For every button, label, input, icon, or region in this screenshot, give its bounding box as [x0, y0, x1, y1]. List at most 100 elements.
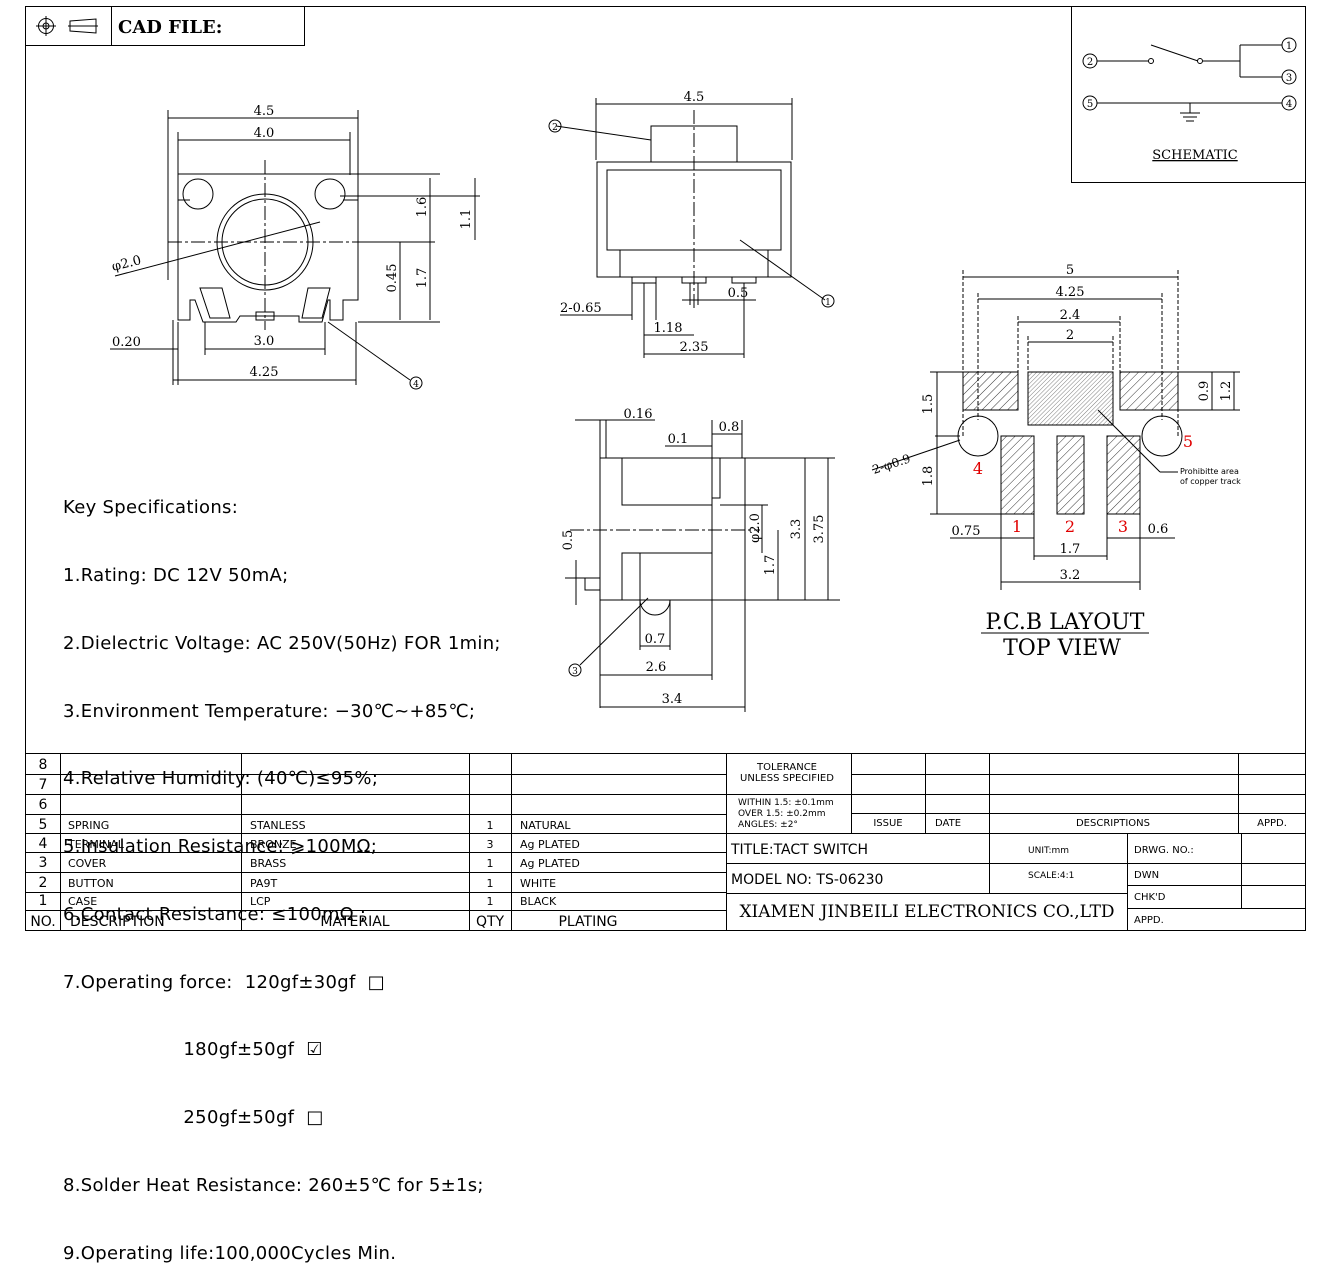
bom-cell-qty: 3 — [487, 838, 494, 851]
drawing-title: TITLE:TACT SWITCH — [730, 842, 868, 858]
dim-side-2-6: 2.6 — [646, 660, 667, 675]
dim-pcb-0-75: 0.75 — [952, 524, 981, 539]
dim-pcb-2: 2 — [1066, 328, 1074, 343]
bom-cell-mat: STANLESS — [250, 819, 306, 832]
dim-pcb-5: 5 — [1066, 263, 1074, 278]
dim-front-1-1: 1.1 — [459, 209, 474, 230]
spec-item: 4.Relative Humidity: (40℃)≤95%; — [63, 768, 379, 790]
side-view: 0.16 0.1 0.8 φ2.0 3.3 3.75 1.7 0.5 0.7 2… — [561, 407, 840, 712]
bom-cell-plating: BLACK — [520, 895, 557, 908]
spec-item: 2.Dielectric Voltage: AC 250V(50Hz) FOR … — [63, 632, 501, 654]
dim-front-0-45: 0.45 — [385, 264, 400, 293]
bom-cell-qty: 1 — [487, 877, 494, 890]
dim-top-2-0-65: 2-0.65 — [560, 301, 602, 316]
descriptions-header: DESCRIPTIONS — [1076, 818, 1150, 829]
pcb-layout: 5 4.25 2.4 2 1.5 0.9 1.2 2-φ0.9 1.8 0.75… — [871, 263, 1242, 661]
dim-pcb-1-7: 1.7 — [1060, 542, 1081, 557]
spec-item: 1.Rating: DC 12V 50mA; — [63, 564, 289, 586]
dim-pcb-holes: 2-φ0.9 — [871, 451, 913, 476]
bom-cell-desc: TERMINAL — [67, 838, 125, 851]
dim-front-4-25: 4.25 — [250, 365, 279, 380]
dim-pcb-2-4: 2.4 — [1060, 308, 1081, 323]
bom-header-row: NO. DESCRIPTION MATERIAL QTY PLATING — [30, 914, 617, 930]
callout-1 — [821, 294, 835, 308]
bom-cell-mat: LCP — [250, 895, 271, 908]
bom-cell-no: 7 — [39, 777, 48, 793]
pcb-pad-2 — [1056, 435, 1085, 515]
dim-side-0-8: 0.8 — [719, 420, 740, 435]
drawn-by-label: DWN — [1134, 870, 1159, 881]
dim-pcb-1-8: 1.8 — [921, 466, 936, 487]
approved-by-label: APPD. — [1134, 915, 1164, 926]
bom-header-plating: PLATING — [558, 914, 617, 930]
pcb-pin-3-label: 3 — [1118, 517, 1128, 536]
spec-item: 6.Contact Resistance: ≤100mΩ ; — [63, 903, 367, 925]
dim-top-2-35: 2.35 — [680, 340, 709, 355]
bom-cell-plating: NATURAL — [520, 819, 571, 832]
scale-label: SCALE:4:1 — [1028, 871, 1074, 881]
bom-cell-mat: PA9T — [250, 877, 277, 890]
dim-side-dia-2-0: φ2.0 — [748, 513, 763, 543]
spec-item: 250gf±50gf □ — [63, 1107, 324, 1129]
callout-4 — [409, 376, 423, 390]
title-block — [726, 753, 1306, 931]
bom-cell-qty: 1 — [487, 895, 494, 908]
pcb-note-line-1: Prohibitte area — [1180, 467, 1239, 476]
schematic-pin-label: 4 — [1286, 99, 1292, 110]
bom-cell-desc: BUTTON — [68, 877, 114, 890]
callout-2-label: 2 — [552, 123, 558, 133]
top-side-view: 4.5 2 1 2-0.65 0.5 1.18 2.35 — [548, 90, 835, 358]
bom-header-qty: QTY — [476, 914, 505, 930]
dim-pcb-3-2: 3.2 — [1060, 568, 1081, 583]
dim-pcb-1-2: 1.2 — [1219, 381, 1234, 402]
dim-pcb-0-6: 0.6 — [1148, 522, 1169, 537]
spec-item: 5.Insulation Resistance: ⩾100MΩ; — [63, 836, 378, 858]
title-block-text: TOLERANCE UNLESS SPECIFIED WITHIN 1.5: ±… — [730, 762, 1287, 926]
pcb-layout-title: P.C.B LAYOUT — [986, 610, 1145, 635]
ground-icon — [1180, 103, 1200, 122]
dim-top-0-5: 0.5 — [728, 286, 749, 301]
dim-top-1-18: 1.18 — [654, 321, 683, 336]
key-specifications: Key Specifications: 1.Rating: DC 12V 50m… — [63, 452, 583, 1288]
spec-item: 3.Environment Temperature: −30℃~+85℃; — [63, 700, 476, 722]
issue-header: ISSUE — [873, 818, 902, 829]
bom-cell-no: 2 — [39, 875, 48, 891]
cad-file-label: CAD FILE: — [118, 17, 222, 38]
bom-header-description: DESCRIPTION — [70, 914, 165, 930]
dim-front-3-0: 3.0 — [254, 334, 275, 349]
drawing-number-label: DRWG. NO.: — [1134, 845, 1194, 856]
projection-symbol-icon — [36, 16, 98, 36]
pcb-pin-5-label: 5 — [1183, 432, 1193, 451]
dim-side-0-7: 0.7 — [645, 632, 666, 647]
bom-cell-qty: 1 — [487, 819, 494, 832]
dim-front-1-7: 1.7 — [415, 268, 430, 289]
tolerance-angles: ANGLES: ±2° — [738, 820, 798, 830]
tolerance-sub-label: UNLESS SPECIFIED — [740, 773, 834, 784]
company-name: XIAMEN JINBEILI ELECTRONICS CO.,LTD — [739, 902, 1114, 922]
bom-cell-no: 8 — [39, 757, 48, 773]
unit-label: UNIT:mm — [1028, 846, 1069, 856]
cad-file-header: CAD FILE: — [25, 6, 305, 46]
callout-3-label: 3 — [572, 667, 578, 677]
front-view: 4.5 4.0 1.6 1.1 0.45 1.7 φ2.0 0.20 3.0 4… — [110, 104, 480, 390]
pcb-hole-5 — [1141, 415, 1183, 457]
pcb-hole-4 — [957, 415, 999, 457]
bom-cell-desc: SPRING — [68, 819, 109, 832]
dim-top-4-5: 4.5 — [684, 90, 705, 105]
bom-cell-plating: Ag PLATED — [520, 838, 580, 851]
specs-heading: Key Specifications: — [63, 497, 239, 519]
bom-cell-desc: CASE — [68, 895, 97, 908]
dim-side-3-4: 3.4 — [662, 692, 683, 707]
dim-front-width-4-0: 4.0 — [254, 126, 275, 141]
bom-cell-no: 3 — [39, 855, 48, 871]
spec-item: 9.Operating life:100,000Cycles Min. — [63, 1242, 397, 1264]
switch-lever — [1150, 44, 1199, 62]
bom-cell-plating: WHITE — [520, 877, 556, 890]
dim-side-0-1: 0.1 — [668, 432, 689, 447]
dim-side-0-16: 0.16 — [624, 407, 653, 422]
spec-item: 8.Solder Heat Resistance: 260±5℃ for 5±1… — [63, 1175, 484, 1196]
bom-cell-plating: Ag PLATED — [520, 857, 580, 870]
dim-pcb-4-25: 4.25 — [1056, 285, 1085, 300]
schematic: 2 5 1 3 4 SCHEMATIC — [1071, 6, 1306, 183]
